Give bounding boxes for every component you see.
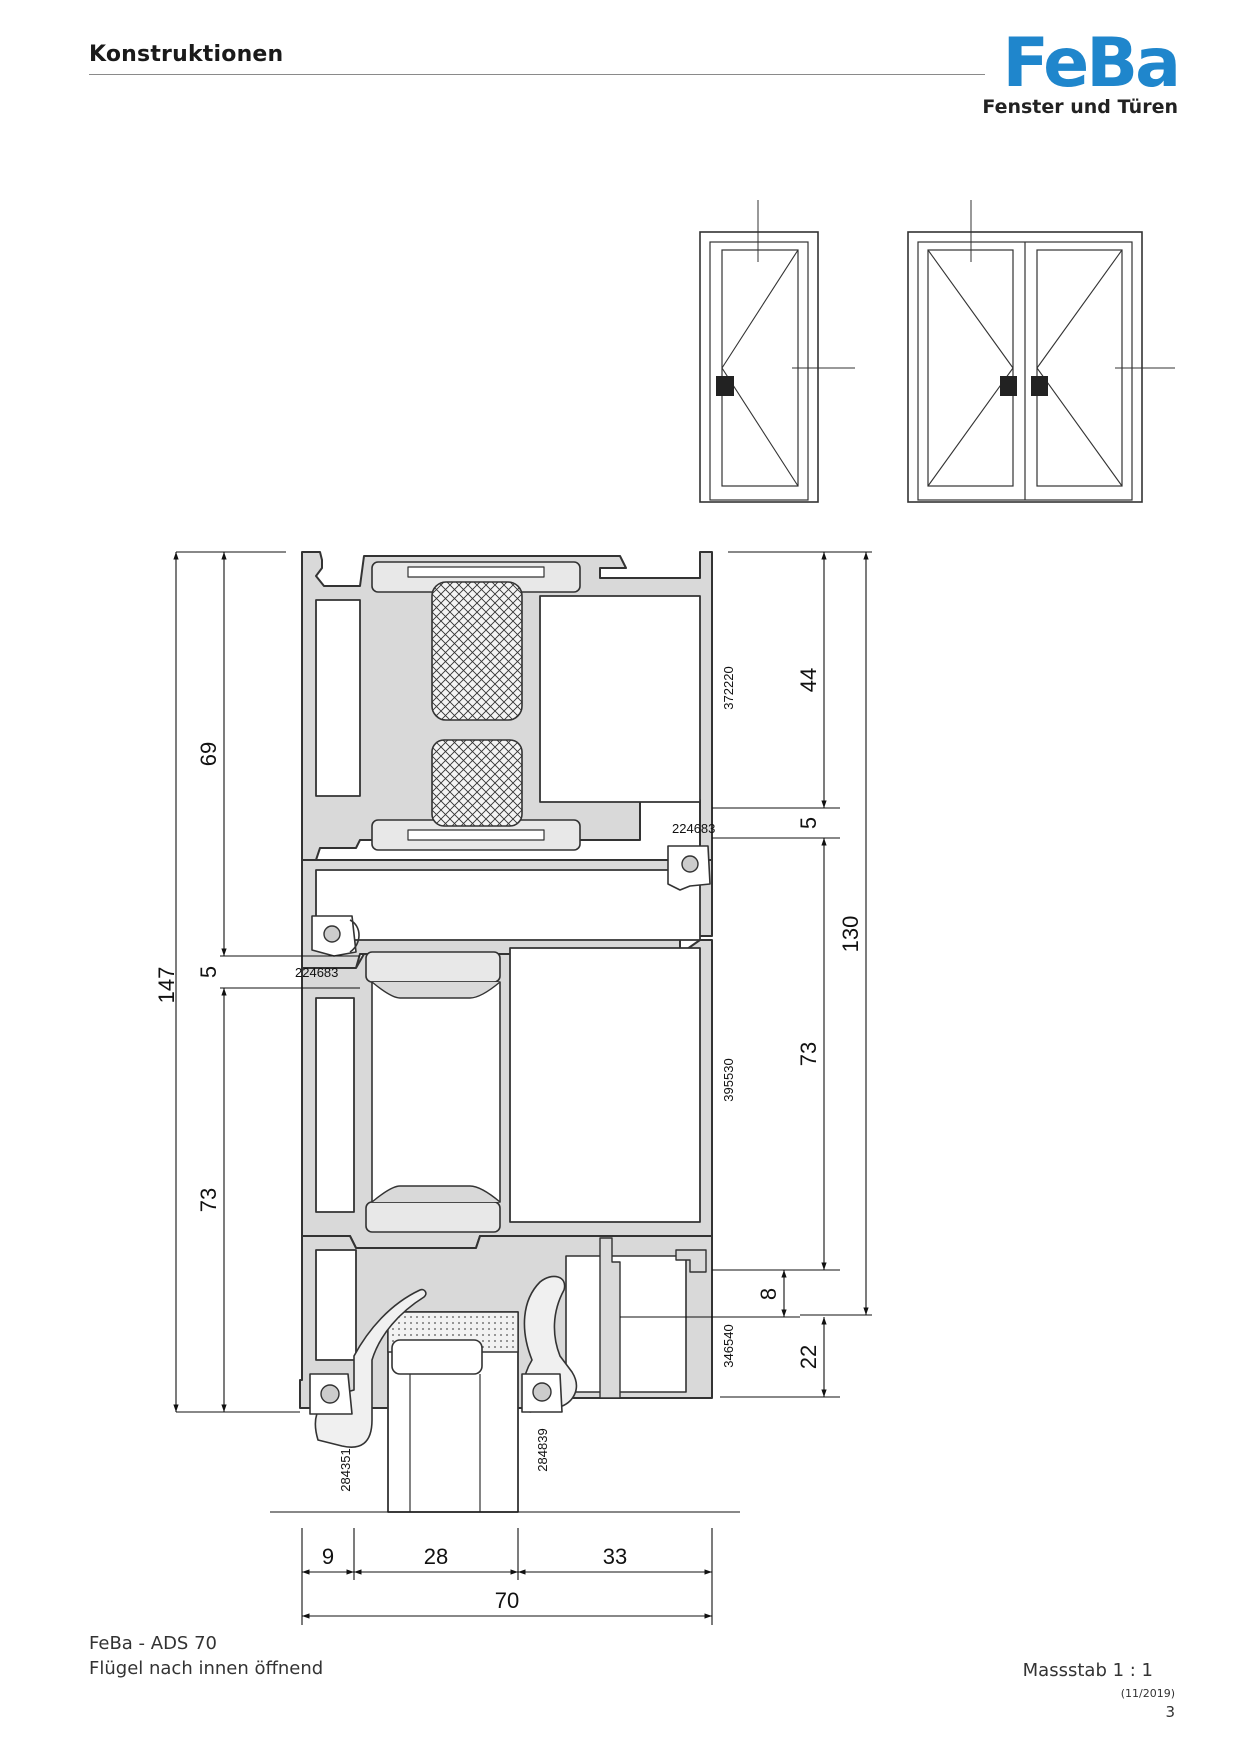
dim-bottom-c: 33 (603, 1544, 627, 1569)
gasket-lower-icon (311, 915, 360, 957)
part-bottom-profile: 346540 (721, 1324, 736, 1367)
dim-left-lower: 73 (196, 1188, 221, 1212)
part-seal-right: 284839 (535, 1428, 550, 1471)
single-door-elevation (699, 200, 855, 503)
part-numbers: 224683 224683 372220 395530 346540 28435… (295, 666, 736, 1491)
footer-scale: Massstab 1 : 1 (1022, 1660, 1153, 1681)
footer-description: Flügel nach innen öffnend (89, 1658, 324, 1679)
part-seal-left: 284351 (338, 1448, 353, 1491)
logo-tagline: Fenster und Türen (982, 96, 1178, 118)
footer-product: FeBa - ADS 70 (89, 1633, 217, 1654)
dimension-lines (173, 551, 872, 1625)
page-title: Konstruktionen (89, 42, 284, 67)
dim-left-upper: 69 (196, 742, 221, 766)
dim-right-middle: 73 (796, 1042, 821, 1066)
dim-right-small: 8 (756, 1288, 781, 1300)
seal-right-icon (521, 1275, 578, 1413)
seal-left-icon (309, 1288, 427, 1448)
part-sash-profile: 395530 (721, 1058, 736, 1101)
dim-bottom-a: 9 (322, 1544, 334, 1569)
part-frame-profile: 372220 (721, 666, 736, 709)
dim-right-top: 44 (796, 668, 821, 692)
dim-right-gap: 5 (796, 817, 821, 829)
footer-date: (11/2019) (1120, 1687, 1175, 1700)
feba-logo: FeBa Fenster und Türen (982, 24, 1190, 120)
gasket-upper-icon (667, 845, 711, 891)
dim-bottom-total: 70 (495, 1588, 519, 1613)
dim-bottom-b: 28 (424, 1544, 448, 1569)
dim-right-total: 130 (838, 916, 863, 953)
logo-wordmark: FeBa (1002, 24, 1181, 103)
dim-left-gap: 5 (196, 966, 221, 978)
double-door-elevation (907, 200, 1175, 503)
header-rule (89, 74, 985, 75)
dim-left-total: 147 (154, 967, 179, 1004)
dim-right-bottom: 22 (796, 1345, 821, 1369)
part-gasket-lower: 224683 (295, 965, 338, 980)
part-gasket-upper: 224683 (672, 821, 715, 836)
profile-cross-section (299, 551, 713, 1513)
page-number: 3 (1165, 1703, 1175, 1721)
dimension-labels: 147 69 5 73 130 44 5 73 8 22 9 28 33 70 (154, 668, 863, 1613)
